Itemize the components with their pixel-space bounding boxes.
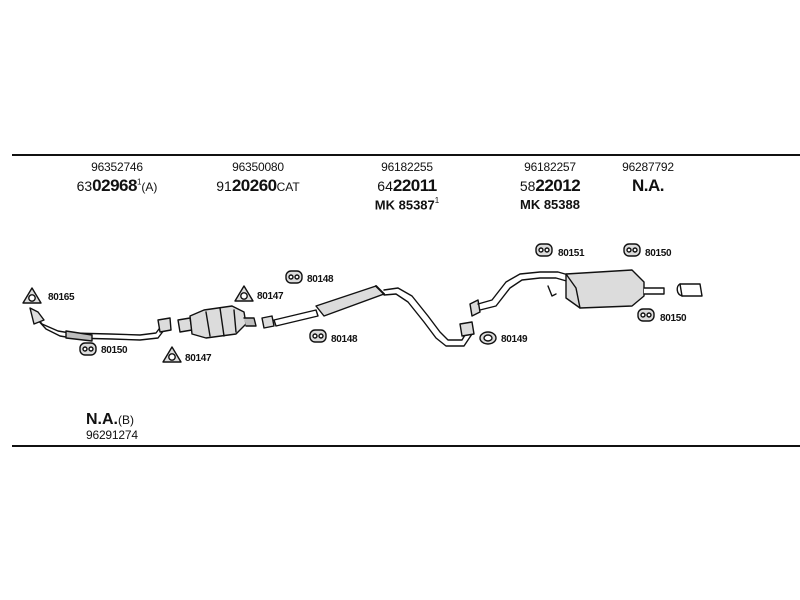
code-main: 20260	[231, 176, 277, 195]
footer-part-number: 96291274	[86, 428, 138, 442]
code-sup: 1	[136, 177, 142, 187]
gasket-icon	[162, 346, 182, 363]
code-main: N.A.	[632, 176, 665, 195]
header-col-5: 96287792 N.A.	[608, 160, 688, 196]
rubber-mount-icon	[309, 329, 327, 343]
code-main: 22011	[392, 176, 437, 195]
callout-80165: 80165	[48, 292, 75, 303]
footer-na: N.A.(B)	[86, 411, 134, 429]
footer-na-label: N.A.	[86, 411, 118, 428]
code-main: 22012	[535, 176, 581, 195]
ring-gasket-icon	[479, 331, 497, 345]
code-prefix: 91	[216, 178, 232, 194]
header-col-3: 96182255 6422011 MK 853871	[352, 160, 462, 214]
code-main: 02968	[92, 176, 137, 195]
gasket-icon	[234, 285, 254, 302]
rubber-mount-icon	[79, 342, 97, 356]
callout-80147-top: 80147	[257, 291, 284, 302]
catalytic-converter-part	[177, 305, 257, 339]
rubber-mount-icon	[623, 243, 641, 257]
callout-80150-left: 80150	[101, 345, 128, 356]
part-number: 96182257	[524, 160, 576, 174]
callout-80150-right: 80150	[660, 313, 687, 324]
code-suffix: CAT	[276, 180, 300, 194]
gasket-icon	[22, 287, 42, 304]
callout-80148-bottom: 80148	[331, 334, 358, 345]
footer-na-suffix: (B)	[118, 413, 134, 427]
mk-sup: 1	[434, 196, 440, 205]
header-col-4: 96182257 5822012 MK 85388	[495, 160, 605, 214]
middle-silencer-part	[261, 285, 475, 347]
callout-80148-top: 80148	[307, 274, 334, 285]
callout-80147-bottom: 80147	[185, 353, 212, 364]
rubber-mount-icon	[535, 243, 553, 257]
code-prefix: 63	[76, 178, 93, 194]
part-number: 96352746	[91, 160, 143, 174]
code-suffix: (A)	[141, 180, 158, 194]
code-prefix: 58	[519, 178, 536, 194]
part-number: 96182255	[381, 160, 433, 174]
rubber-mount-icon	[285, 270, 303, 284]
bottom-rule	[12, 445, 800, 447]
code-prefix: 64	[377, 178, 393, 194]
callout-80150-top: 80150	[645, 248, 672, 259]
rear-silencer-part	[469, 269, 703, 317]
part-number: 96287792	[622, 160, 674, 174]
part-number: 96350080	[232, 160, 284, 174]
top-rule	[12, 154, 800, 156]
front-pipe-part	[29, 307, 172, 342]
rubber-mount-icon	[637, 308, 655, 322]
callout-80149: 80149	[501, 334, 528, 345]
header-col-1: 96352746 63029681(A)	[62, 160, 172, 196]
mk-code: MK 85387	[374, 197, 435, 213]
callout-80151: 80151	[558, 248, 585, 259]
header-col-2: 96350080 9120260CAT	[198, 160, 318, 196]
mk-code: MK 85388	[520, 197, 580, 212]
